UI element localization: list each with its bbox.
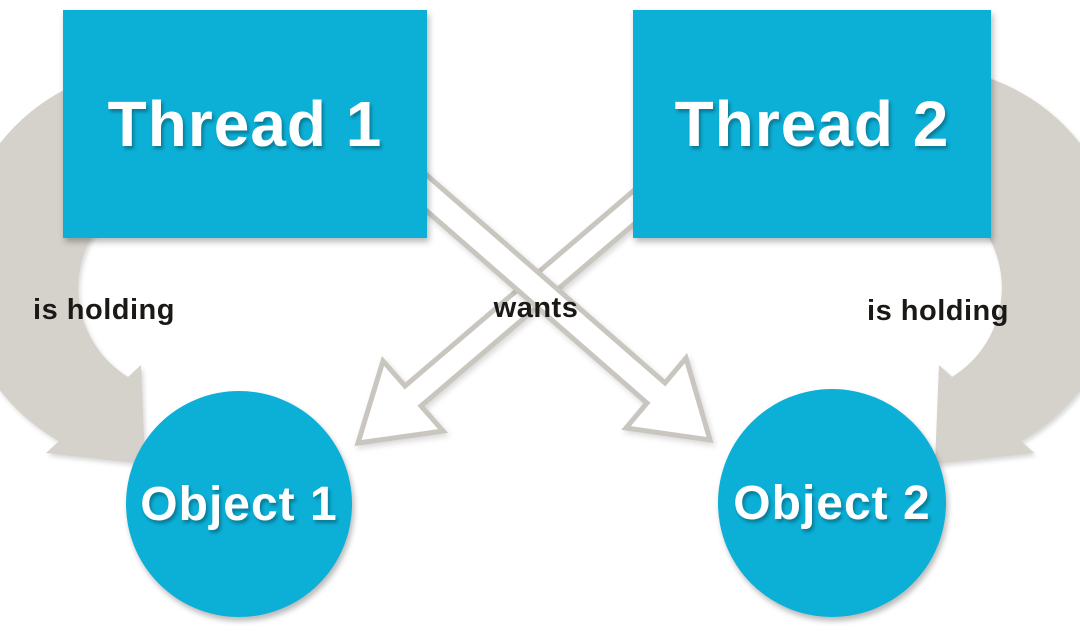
object-1-node: Object 1 [126,391,352,617]
edge-label-is-holding-right: is holding [867,295,1009,327]
object-1-label: Object 1 [140,477,338,531]
wants-arrow-thread1-to-object2 [385,154,714,444]
thread-1-node: Thread 1 [63,10,427,238]
edge-label-is-holding-left: is holding [33,294,175,326]
object-2-label: Object 2 [733,476,931,530]
thread-2-node: Thread 2 [633,10,991,238]
object-2-node: Object 2 [718,389,946,617]
thread-1-label: Thread 1 [107,88,383,160]
edge-label-wants: wants [493,292,579,324]
thread-2-label: Thread 2 [674,88,950,160]
